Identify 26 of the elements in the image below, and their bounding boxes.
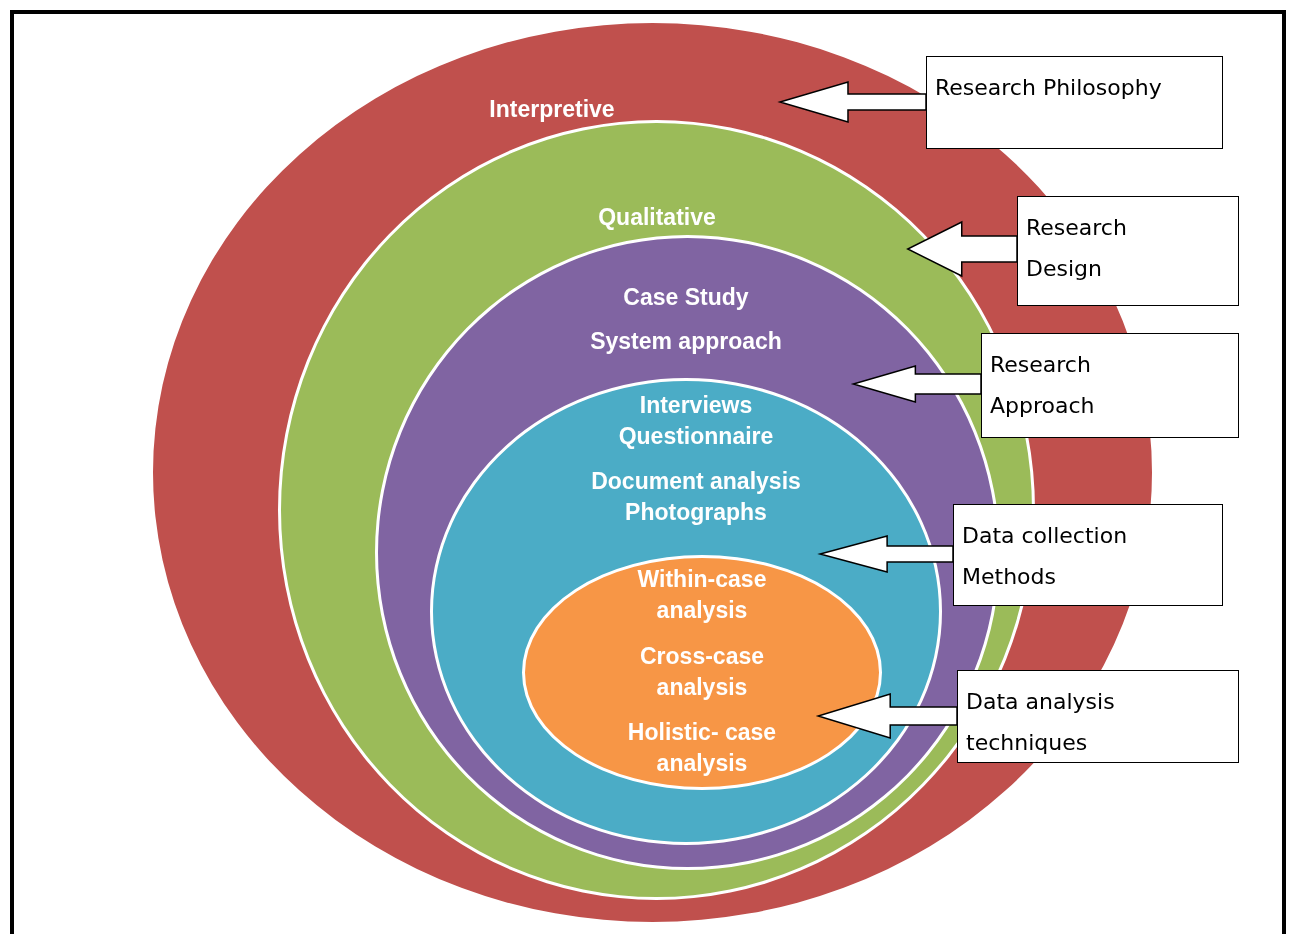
layer-label: Photographs	[625, 498, 767, 527]
callout-box	[981, 333, 1239, 438]
callout-text: Data collection Methods	[962, 522, 1129, 591]
layer-label: Within-case analysis	[636, 565, 768, 625]
callout-box	[926, 56, 1223, 149]
callout-box	[953, 504, 1223, 606]
block-arrow	[850, 365, 982, 403]
layer-label: System approach	[590, 327, 782, 356]
callout-text: Research Design	[1026, 214, 1128, 283]
block-arrow	[817, 535, 954, 573]
callout-text: Research Philosophy	[935, 74, 1162, 102]
callout-box	[957, 670, 1239, 763]
layer-label: Case Study	[623, 283, 749, 312]
layer-label: Interpretive	[489, 95, 615, 124]
layer-label: Holistic- case analysis	[626, 718, 778, 778]
layer-label: Qualitative	[598, 203, 716, 232]
layer-label: Interviews	[639, 391, 753, 420]
layer-label: Questionnaire	[618, 422, 774, 451]
callout-box	[1017, 196, 1239, 306]
block-arrow	[777, 81, 927, 123]
block-arrow	[906, 220, 1018, 278]
layer-label: Cross-case analysis	[639, 642, 765, 702]
callout-text: Data analysis techniques	[966, 688, 1116, 757]
callout-text: Research Approach	[990, 351, 1096, 420]
layer-label: Document analysis	[591, 467, 801, 496]
block-arrow	[815, 693, 958, 739]
